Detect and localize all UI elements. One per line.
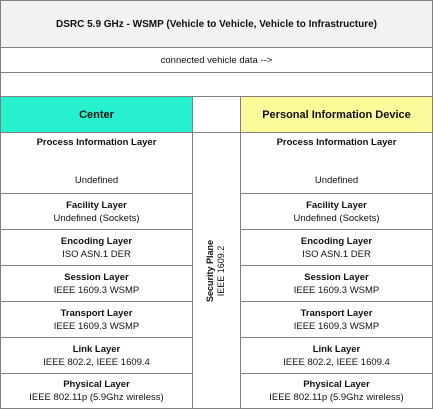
- layer-value: IEEE 802.11p (5.9Ghz wireless): [29, 392, 164, 403]
- left-encoding-layer: Encoding Layer ISO ASN.1 DER: [0, 229, 193, 266]
- left-link-layer: Link Layer IEEE 802.2, IEEE 1609.4: [0, 337, 193, 374]
- left-facility-layer: Facility Layer Undefined (Sockets): [0, 193, 193, 230]
- right-physical-layer: Physical Layer IEEE 802.11p (5.9Ghz wire…: [240, 373, 433, 409]
- layer-value: Undefined (Sockets): [53, 212, 140, 224]
- layer-value: Undefined (Sockets): [293, 212, 380, 224]
- data-flow-label: connected vehicle data -->: [160, 54, 273, 66]
- right-header-label: Personal Information Device: [262, 108, 411, 121]
- layer-value: ISO ASN.1 DER: [62, 248, 131, 260]
- security-plane-name: Security Plane: [205, 239, 216, 302]
- layer-name: Transport Layer: [60, 307, 133, 319]
- left-physical-layer: Physical Layer IEEE 802.11p (5.9Ghz wire…: [0, 373, 193, 409]
- layer-name: Encoding Layer: [60, 235, 133, 247]
- layer-name: Facility Layer: [66, 199, 127, 211]
- right-process-information-layer: Process Information Layer Undefined: [240, 132, 433, 194]
- right-session-layer: Session Layer IEEE 1609.3 WSMP: [240, 265, 433, 302]
- layer-name: Physical Layer: [63, 379, 130, 390]
- layer-name: Session Layer: [64, 271, 129, 283]
- layer-value: IEEE 802.2, IEEE 1609.4: [43, 356, 150, 368]
- layer-value: Undefined: [74, 175, 119, 186]
- layer-value: Undefined: [314, 175, 359, 186]
- layer-name: Link Layer: [312, 343, 361, 355]
- left-process-information-layer: Process Information Layer Undefined: [0, 132, 193, 194]
- layer-value: ISO ASN.1 DER: [302, 248, 371, 260]
- data-flow-row: connected vehicle data -->: [0, 47, 433, 73]
- layer-value: IEEE 1609.3 WSMP: [53, 320, 140, 332]
- layer-name: Process Information Layer: [276, 137, 397, 148]
- layer-value: IEEE 802.11p (5.9Ghz wireless): [269, 392, 404, 403]
- layer-name: Session Layer: [304, 271, 369, 283]
- right-column-header: Personal Information Device: [240, 96, 433, 133]
- right-encoding-layer: Encoding Layer ISO ASN.1 DER: [240, 229, 433, 266]
- left-session-layer: Session Layer IEEE 1609.3 WSMP: [0, 265, 193, 302]
- layer-value: IEEE 1609.3 WSMP: [293, 284, 380, 296]
- layer-name: Link Layer: [72, 343, 121, 355]
- layer-value: IEEE 1609.3 WSMP: [293, 320, 380, 332]
- security-plane-value: IEEE 1609.2: [216, 245, 227, 296]
- layer-name: Physical Layer: [303, 379, 370, 390]
- diagram-title-text: DSRC 5.9 GHz - WSMP (Vehicle to Vehicle,…: [55, 18, 377, 30]
- right-transport-layer: Transport Layer IEEE 1609.3 WSMP: [240, 301, 433, 338]
- right-link-layer: Link Layer IEEE 802.2, IEEE 1609.4: [240, 337, 433, 374]
- left-column-header: Center: [0, 96, 193, 133]
- security-plane-label: Security Plane IEEE 1609.2: [206, 239, 228, 301]
- layer-name: Facility Layer: [306, 199, 367, 211]
- diagram-title: DSRC 5.9 GHz - WSMP (Vehicle to Vehicle,…: [0, 0, 433, 48]
- security-plane: Security Plane IEEE 1609.2: [192, 132, 241, 409]
- left-transport-layer: Transport Layer IEEE 1609.3 WSMP: [0, 301, 193, 338]
- layer-name: Transport Layer: [300, 307, 373, 319]
- layer-name: Encoding Layer: [300, 235, 373, 247]
- layer-name: Process Information Layer: [36, 137, 157, 148]
- left-header-label: Center: [79, 108, 114, 121]
- layer-value: IEEE 802.2, IEEE 1609.4: [283, 356, 390, 368]
- right-facility-layer: Facility Layer Undefined (Sockets): [240, 193, 433, 230]
- spacer-row: [0, 72, 433, 97]
- middle-header-spacer: [192, 96, 241, 133]
- layer-value: IEEE 1609.3 WSMP: [53, 284, 140, 296]
